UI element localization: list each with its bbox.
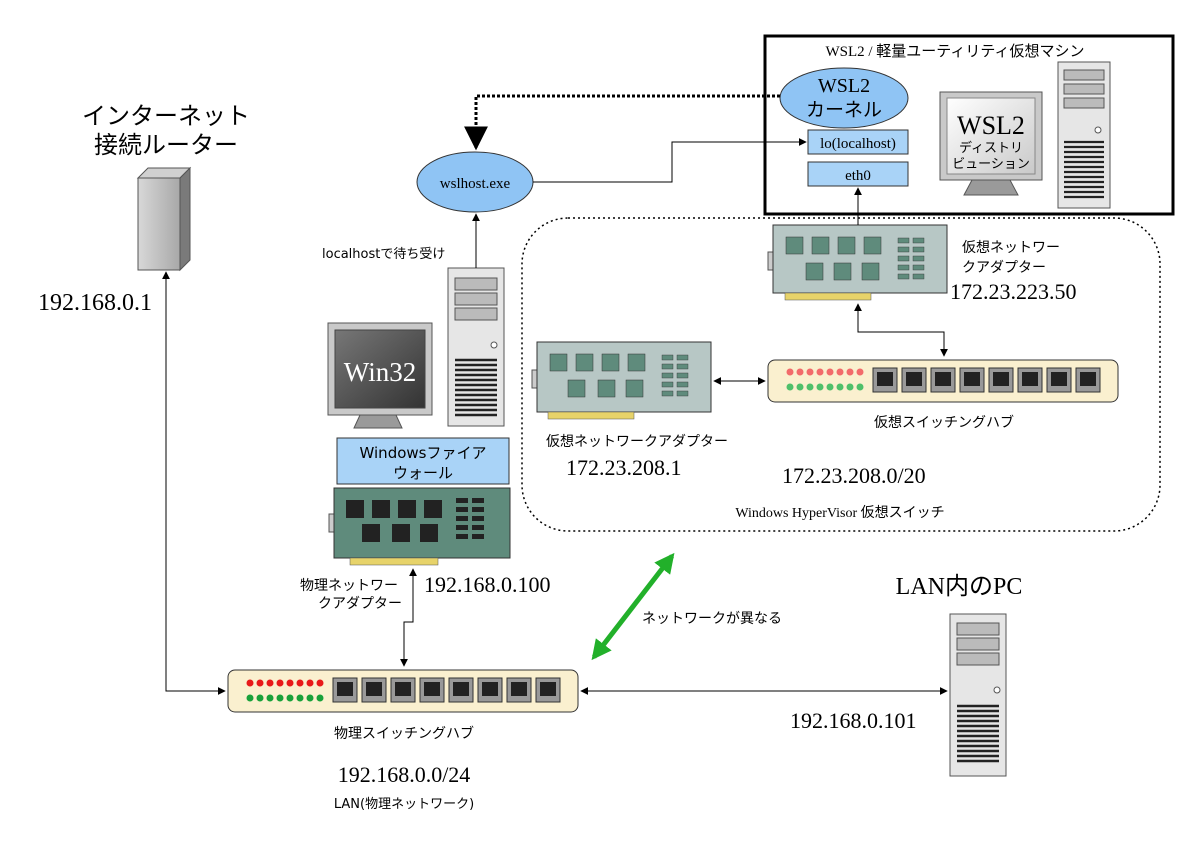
vm-virtual-nic-label-line2: クアダプター <box>962 260 1046 276</box>
physical-nic-label-line2: クアダプター <box>318 596 402 612</box>
wsl2-distro-label-line1: WSL2 <box>957 111 1025 140</box>
firewall-label-line2: ウォール <box>393 464 453 482</box>
lo-interface-label: lo(localhost) <box>820 136 896 152</box>
physical-nic-to-hub-connector <box>400 568 417 667</box>
physical-nic-ip: 192.168.0.100 <box>424 572 551 597</box>
lan-pc-label: LAN内のPC <box>896 573 1023 600</box>
router-icon <box>136 166 192 272</box>
vm-virtual-nic-ip: 172.23.223.50 <box>950 279 1077 304</box>
wsl2-distro-label-line3: ビューション <box>952 157 1030 172</box>
network-differs-note: ネットワークが異なる <box>642 611 782 627</box>
wslhost-to-lo-connector <box>533 138 807 183</box>
router-ip: 192.168.0.1 <box>38 290 152 316</box>
windows-tower-pc-icon <box>447 267 505 427</box>
firewall-label-line1: Windowsファイア <box>360 444 487 462</box>
router-label-line1: インターネット <box>82 102 250 130</box>
wsl2-distro-label-line2: ディストリ <box>959 140 1023 156</box>
vm-virtual-nic-icon <box>767 224 948 301</box>
lan-pc-ip: 192.168.0.101 <box>790 708 917 733</box>
host-virtual-nic-ip: 172.23.208.1 <box>566 455 682 480</box>
wsl2-tower-pc-icon <box>1057 61 1111 209</box>
wslhost-label: wslhost.exe <box>440 176 511 192</box>
wsl2-kernel-label-line1: WSL2 <box>818 75 870 97</box>
lo-interface-box <box>807 129 909 155</box>
eth0-interface-box <box>807 161 909 187</box>
win32-monitor-label: Win32 <box>344 357 416 387</box>
kernel-to-wslhost-connector <box>464 94 780 151</box>
windows-firewall-box <box>336 437 510 485</box>
physical-lan-subnet: 192.168.0.0/24 <box>338 762 471 787</box>
physical-lan-name: LAN(物理ネットワーク) <box>334 797 474 812</box>
wsl2-distro-monitor-icon <box>939 91 1043 196</box>
host-virtual-nic-icon <box>531 341 712 420</box>
network-differs-arrow <box>591 552 675 661</box>
wslhost-listen-note: localhostで待ち受け <box>322 247 445 262</box>
host-virtual-nic-label: 仮想ネットワークアダプター <box>546 434 728 450</box>
hypervisor-name: Windows HyperVisor 仮想スイッチ <box>735 505 944 521</box>
physical-switching-hub-label: 物理スイッチングハブ <box>334 725 474 742</box>
virtual-switching-hub-label: 仮想スイッチングハブ <box>874 414 1014 431</box>
wsl-vm-title: WSL2 / 軽量ユーティリティ仮想マシン <box>825 43 1084 60</box>
vm-nic-to-virtual-hub-connector <box>854 303 948 357</box>
wsl2-kernel-label-line2: カーネル <box>806 99 882 121</box>
hypervisor-subnet: 172.23.208.0/20 <box>782 463 926 488</box>
wsl2-kernel-bubble <box>779 67 909 129</box>
eth0-interface-label: eth0 <box>845 168 871 184</box>
physical-switching-hub-icon <box>227 669 579 713</box>
virtual-switching-hub-icon <box>767 359 1119 403</box>
router-to-hub-connector <box>162 271 226 695</box>
win32-monitor-icon <box>327 322 433 429</box>
router-label-line2: 接続ルーター <box>94 131 238 159</box>
wsl-vm-group: WSL2 / 軽量ユーティリティ仮想マシン WSL2 カーネル lo(local… <box>763 34 1175 216</box>
lan-pc-tower-icon <box>949 613 1007 777</box>
physical-nic-icon <box>328 487 511 566</box>
physical-nic-label-line1: 物理ネットワー <box>300 578 398 594</box>
vm-virtual-nic-label-line1: 仮想ネットワー <box>962 240 1060 256</box>
